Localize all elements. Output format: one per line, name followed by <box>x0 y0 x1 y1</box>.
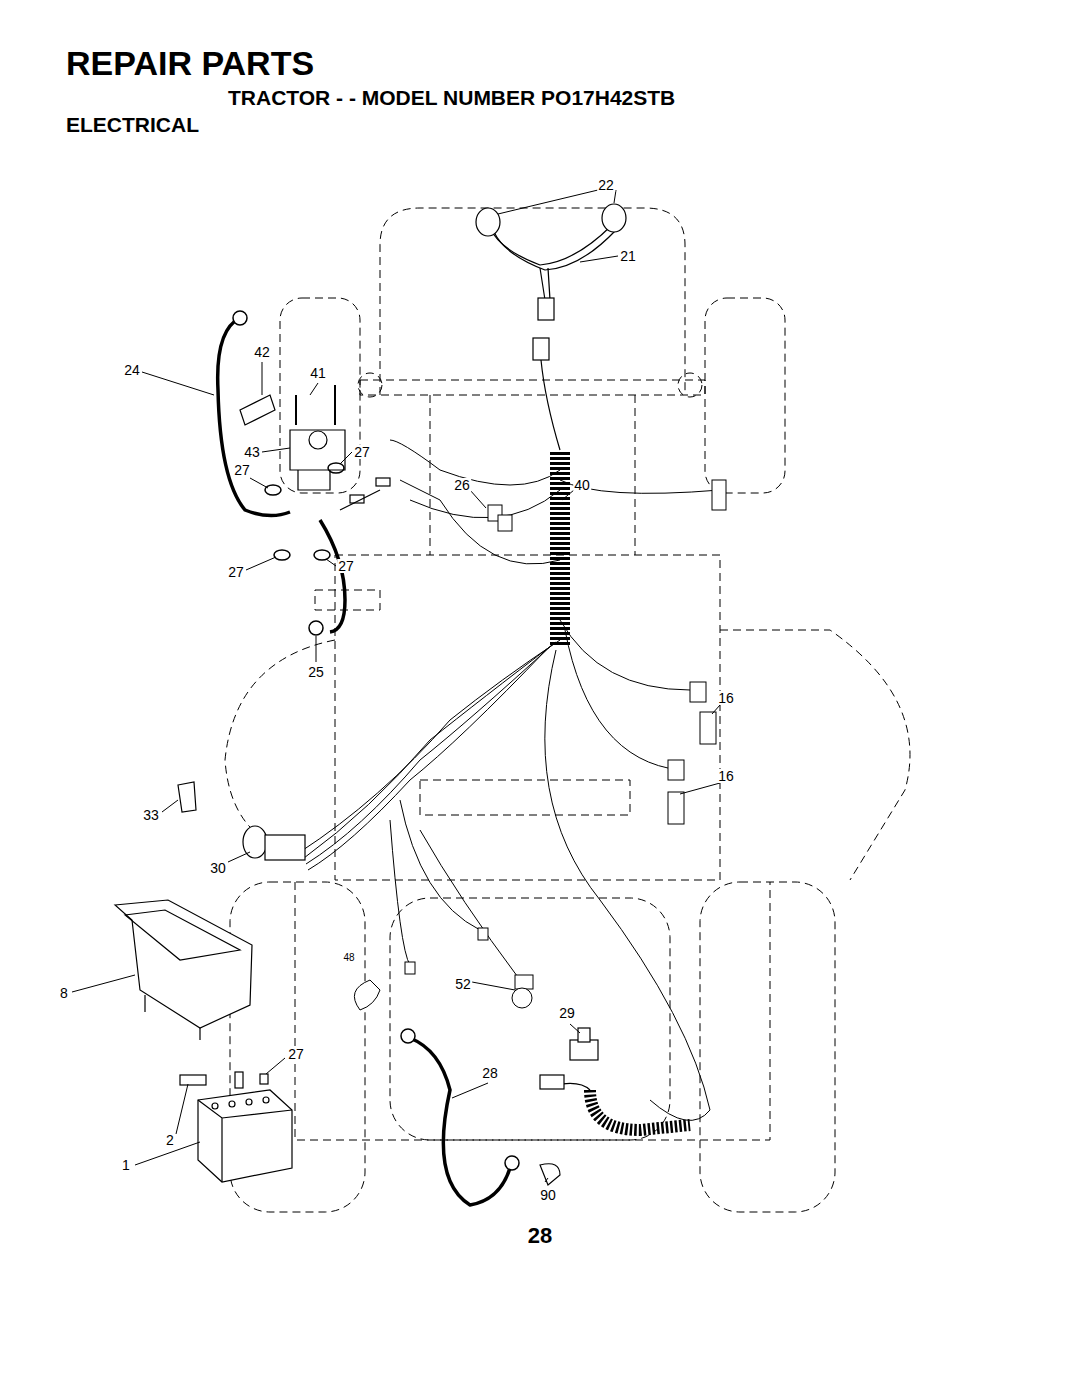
callout-number: 27 <box>233 463 251 477</box>
headlight-harness <box>476 204 626 450</box>
callout-number: 2 <box>165 1133 175 1147</box>
callout-number: 33 <box>142 808 160 822</box>
callout-number: 22 <box>597 178 615 192</box>
page-number: 28 <box>527 1225 553 1247</box>
callout-number: 27 <box>337 559 355 573</box>
callout-number: 21 <box>619 249 637 263</box>
callout-number: 8 <box>59 986 69 1000</box>
callout-number: 40 <box>573 478 591 492</box>
callout-number: 25 <box>307 665 325 679</box>
callout-number: 52 <box>454 977 472 991</box>
ground-cable <box>401 1029 560 1205</box>
page-title: REPAIR PARTS <box>66 46 314 80</box>
callout-number: 48 <box>342 953 355 963</box>
callout-number: 16 <box>717 769 735 783</box>
callout-number: 43 <box>243 445 261 459</box>
callout-number: 42 <box>253 345 271 359</box>
callout-number: 24 <box>123 363 141 377</box>
callout-number: 26 <box>453 478 471 492</box>
callout-number: 30 <box>209 861 227 875</box>
tractor-outline <box>225 208 910 1212</box>
solenoid <box>218 311 390 635</box>
callout-number: 41 <box>309 366 327 380</box>
leader-lines <box>72 190 720 1182</box>
ignition-switch <box>178 782 305 860</box>
callout-number: 29 <box>558 1006 576 1020</box>
callout-number: 90 <box>539 1188 557 1202</box>
battery-tray <box>115 900 252 1040</box>
battery <box>180 1072 292 1182</box>
callout-number: 27 <box>227 565 245 579</box>
main-harness <box>300 440 726 1120</box>
callout-number: 1 <box>121 1158 131 1172</box>
callout-number: 27 <box>353 445 371 459</box>
callout-number: 27 <box>287 1047 305 1061</box>
wire-coil <box>540 452 690 1130</box>
model-heading: TRACTOR - - MODEL NUMBER PO17H42STB <box>228 87 675 108</box>
section-heading: ELECTRICAL <box>66 114 199 135</box>
callout-number: 16 <box>717 691 735 705</box>
callout-number: 28 <box>481 1066 499 1080</box>
